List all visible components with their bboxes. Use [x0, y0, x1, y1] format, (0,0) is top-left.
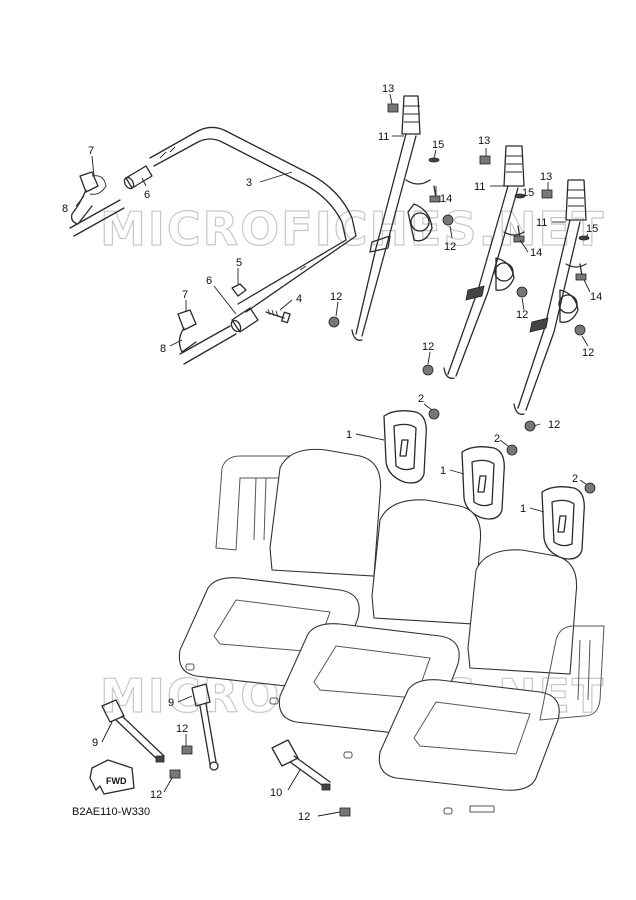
- callout-4: 4: [296, 293, 302, 305]
- bolt-2-a: [428, 408, 440, 420]
- washer-15-c: [578, 235, 590, 241]
- callout-1-b: 1: [440, 465, 446, 477]
- bolt-4: [265, 308, 291, 324]
- bolt-12-h: [181, 745, 193, 755]
- bolt-13-a: [387, 103, 399, 113]
- callout-2-a: 2: [418, 393, 424, 405]
- bolt-12-c: [422, 364, 434, 376]
- callout-13-c: 13: [540, 171, 552, 183]
- callout-3: 3: [246, 177, 252, 189]
- callout-11-c: 11: [536, 217, 547, 229]
- callout-labels: 7 8 6 3 5 6 4 7 8 13 11 15 14 12 12 13 1…: [62, 83, 602, 823]
- callout-9-left: 9: [92, 737, 98, 749]
- bolt-12-b: [442, 214, 454, 226]
- callout-15-c: 15: [586, 223, 598, 235]
- buckle-9-left: [101, 699, 165, 763]
- callout-5: 5: [236, 257, 242, 269]
- callout-7-lower: 7: [182, 289, 188, 301]
- tube-collar-lower: [230, 307, 259, 333]
- callout-6: 6: [144, 189, 150, 201]
- callout-2-b: 2: [494, 433, 500, 445]
- bolt-12-g: [169, 769, 181, 779]
- fwd-label: FWD: [106, 776, 127, 786]
- callout-10: 10: [270, 787, 282, 799]
- callout-14-a: 14: [440, 193, 452, 205]
- callout-14-c: 14: [590, 291, 602, 303]
- bolt-14-b: [513, 225, 525, 243]
- nut-5: [231, 283, 247, 297]
- callout-12-a: 12: [444, 241, 456, 253]
- bolt-12-f: [524, 420, 536, 432]
- callout-12-b: 12: [330, 291, 342, 303]
- seat-belt-right: [513, 179, 587, 415]
- callout-13-b: 13: [478, 135, 490, 147]
- callout-1-c: 1: [520, 503, 526, 515]
- tube-collar-upper: [123, 165, 153, 190]
- bolt-14-a: [429, 185, 441, 203]
- callout-13-a: 13: [382, 83, 394, 95]
- headrest-left: [383, 410, 427, 484]
- callout-12-c: 12: [516, 309, 528, 321]
- washer-15-b: [514, 193, 526, 199]
- bolt-2-b: [506, 444, 518, 456]
- bolt-13-b: [479, 155, 491, 165]
- diagram-code: B2AE110-W330: [72, 806, 151, 818]
- bolt-13-c: [541, 189, 553, 199]
- callout-12-d: 12: [582, 347, 594, 359]
- bolt-12-a: [328, 316, 340, 328]
- callout-6-lower: 6: [206, 275, 212, 287]
- seat-belt-left: [351, 95, 433, 341]
- callout-14-b: 14: [530, 247, 542, 259]
- buckle-9-center: [191, 683, 219, 771]
- callout-12-e: 12: [422, 341, 434, 353]
- callout-12-g: 12: [176, 723, 188, 735]
- bolt-2-c: [584, 482, 596, 494]
- callout-12-h: 12: [150, 789, 162, 801]
- callout-2-c: 2: [572, 473, 578, 485]
- callout-9-center: 9: [168, 697, 174, 709]
- bolt-14-c: [575, 263, 587, 281]
- seat-assembly: [178, 448, 605, 815]
- headrest-right: [541, 486, 585, 560]
- headrest-center: [461, 446, 505, 520]
- callout-1-a: 1: [346, 429, 352, 441]
- callout-8: 8: [62, 203, 68, 215]
- callout-11-b: 11: [474, 181, 485, 193]
- callout-12-i: 12: [298, 811, 310, 823]
- bolt-12-d: [516, 286, 528, 298]
- callout-12-f: 12: [548, 419, 560, 431]
- callout-11-a: 11: [378, 131, 389, 143]
- bracket-lower: [177, 309, 237, 365]
- leader-lines: [75, 93, 591, 817]
- washer-15-a: [428, 157, 440, 163]
- callout-8-lower: 8: [160, 343, 166, 355]
- fwd-arrow-icon: FWD: [89, 759, 135, 795]
- callout-15-a: 15: [432, 139, 444, 151]
- buckle-10-right: [271, 739, 331, 791]
- roll-bar-tube: [149, 126, 357, 313]
- seat-belt-center: [443, 145, 525, 379]
- watermark-top: MICROFICHES.NET: [100, 202, 605, 256]
- callout-15-b: 15: [522, 187, 534, 199]
- bolt-12-i: [339, 807, 351, 817]
- bolt-12-e: [574, 324, 586, 336]
- callout-7: 7: [88, 145, 94, 157]
